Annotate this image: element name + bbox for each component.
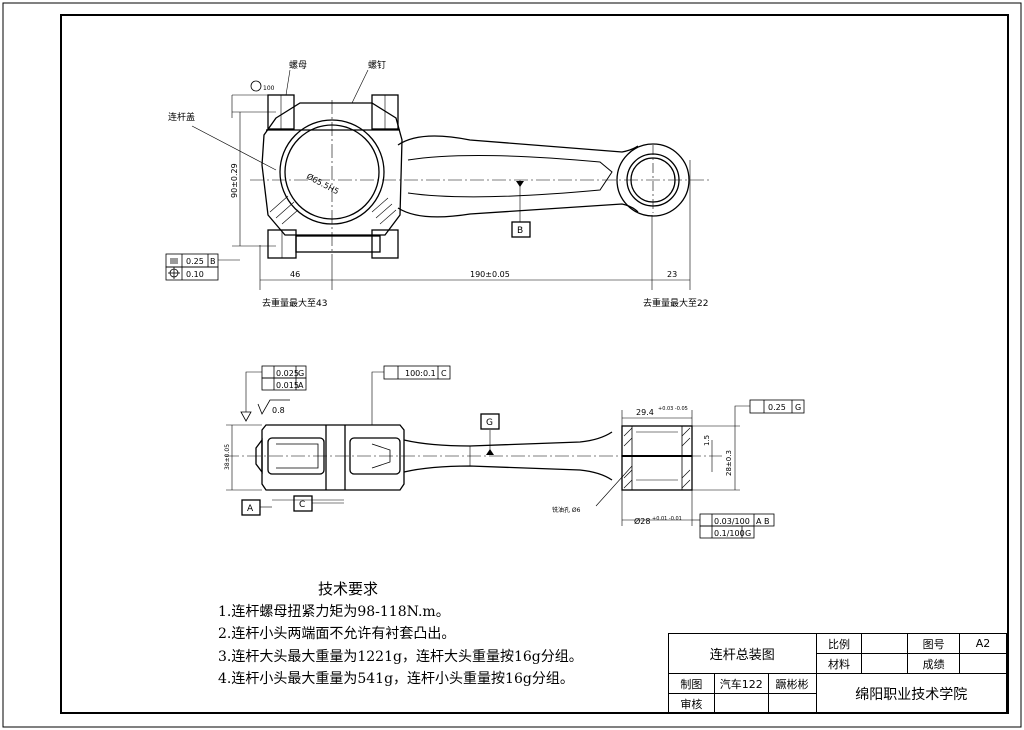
tol-para-top-ref: C (441, 369, 447, 378)
dim-width: 29.4 (636, 408, 654, 417)
scale-label: 比例 (815, 633, 863, 654)
tol-sym-ref: G (795, 403, 801, 412)
note-oil-hole: 铣油孔 Ø6 (552, 506, 581, 514)
tol-a2: 0.015 (276, 381, 299, 390)
front-view (165, 69, 712, 290)
dim-bore: Ø65.5H5 (305, 171, 341, 196)
grade-value (959, 653, 1007, 674)
material-label: 材料 (815, 653, 863, 674)
tol-b2-ref: G (745, 529, 751, 538)
tol-sym: 0.25 (768, 403, 786, 412)
front-view-text: 螺母 螺钉 连杆盖 Ø65.5H5 90±0.29 46 190±0.05 23… (168, 60, 708, 309)
drawing-no-label: 图号 (907, 633, 961, 654)
dim-right: 23 (667, 270, 677, 279)
requirement-item: 4.连杆小头最大重量为541g，连杆小头重量按16g分组。 (218, 671, 574, 687)
dim-bore-small-tol: +0.01 -0.01 (652, 516, 682, 522)
datum-g: G (486, 418, 493, 428)
dim-left: 46 (290, 270, 300, 279)
tol-pos: 0.10 (186, 270, 204, 279)
datum-a: A (247, 504, 254, 514)
datum-b: B (517, 226, 523, 236)
tol-b2: 0.1/100 (714, 529, 745, 538)
material-value (861, 653, 909, 674)
check-name (767, 693, 817, 714)
tol-perp: 0.25 (186, 257, 204, 266)
tol-a1-ref: G (298, 369, 304, 378)
drawing-name: 连杆总装图 (668, 633, 817, 674)
check-label: 审核 (668, 693, 715, 714)
label-bolt: 螺钉 (368, 60, 386, 71)
label-cap: 连杆盖 (168, 111, 195, 123)
tol-b1-ref: A B (756, 517, 770, 526)
requirement-item: 3.连杆大头最大重量为1221g，连杆大头重量按16g分组。 (218, 648, 583, 665)
school-name: 绵阳职业技术学院 (815, 673, 1008, 714)
top-view (225, 365, 805, 539)
dim-left-vertical: 38±0.05 (224, 444, 231, 470)
requirement-item: 1.连杆螺母扭紧力矩为98-118N.m。 (218, 603, 450, 620)
tol-a2-ref: A (298, 381, 304, 390)
top-view-text: 0.025 G 0.015 A 100:0.1 C 0.8 G A C 38±0… (224, 369, 801, 538)
tol-b1: 0.03/100 (714, 517, 750, 526)
tol-perp-ref: B (210, 257, 216, 266)
dim-height-right: 28±0.3 (725, 450, 733, 476)
drawing-no-value: A2 (959, 633, 1007, 654)
requirement-item: 2.连杆小头两端面不允许有衬套凸出。 (218, 626, 456, 642)
technical-requirements: 技术要求 1.连杆螺母扭紧力矩为98-118N.m。 2.连杆小头两端面不允许有… (218, 578, 583, 691)
tol-a1: 0.025 (276, 369, 299, 378)
inner-border (60, 14, 1009, 714)
dim-slot: 1.5 (703, 435, 711, 446)
dim-center: 190±0.05 (470, 270, 510, 279)
weight-small-note: 去重量最大至22 (643, 297, 708, 309)
datum-c: C (299, 500, 305, 510)
roughness-value: 0.8 (272, 406, 285, 415)
dim-bore-small: Ø28 (634, 516, 650, 526)
dim-height: 90±0.29 (230, 163, 239, 198)
label-nut: 螺母 (289, 60, 307, 71)
drawn-label: 制图 (668, 673, 715, 694)
title-block: 连杆总装图 比例 图号 A2 材料 成绩 制图 汽车122 蹶彬彬 绵阳职业技术… (668, 633, 1008, 714)
tol-para-top: 100:0.1 (405, 369, 436, 378)
tol-para: 100 (263, 85, 275, 92)
scale-value (861, 633, 909, 654)
grade-label: 成绩 (907, 653, 961, 674)
drawn-name: 蹶彬彬 (767, 673, 817, 694)
dim-width-tol: +0.03 -0.05 (658, 406, 688, 412)
drawn-class: 汽车122 (713, 673, 769, 694)
weight-big-note: 去重量最大至43 (262, 297, 327, 309)
check-value (713, 693, 769, 714)
requirements-title: 技术要求 (318, 580, 379, 598)
